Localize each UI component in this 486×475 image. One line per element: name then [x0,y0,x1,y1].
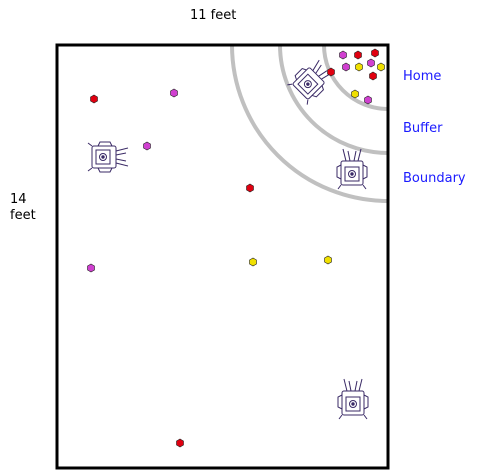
width-label: 11 feet [190,8,236,24]
robots [88,56,368,419]
token-yellow [325,256,332,264]
robot-left-icon [88,142,128,172]
token-magenta [144,142,151,150]
token-red [328,68,335,76]
token-magenta [343,63,350,71]
token-red [177,439,184,447]
home-zone-arc [280,0,486,153]
token-yellow [356,63,363,71]
token-magenta [368,59,375,67]
token-magenta [171,89,178,97]
robot-buffer-icon [337,149,367,189]
token-yellow [378,63,385,71]
tokens [88,49,385,447]
token-yellow [352,90,359,98]
height-label-unit: feet [10,208,36,224]
buffer-zone-label: Buffer [403,121,442,137]
token-magenta [88,264,95,272]
home-zone-label: Home [403,69,441,85]
token-magenta [340,51,347,59]
robot-bottom-icon [338,379,368,419]
token-red [247,184,254,192]
token-red [372,49,379,57]
token-red [91,95,98,103]
token-red [355,51,362,59]
token-red [370,72,377,80]
height-label-number: 14 [10,192,27,208]
token-yellow [250,258,257,266]
token-magenta [365,96,372,104]
boundary-zone-label: Boundary [403,171,466,187]
